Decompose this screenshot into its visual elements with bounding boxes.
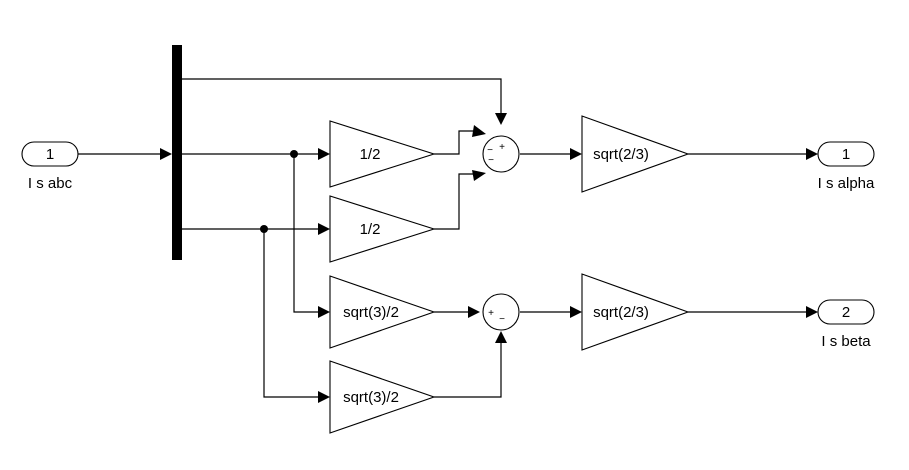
arrow-sum1-upper [472, 125, 486, 137]
wire-g4-sum2 [434, 343, 502, 398]
outport-2-shape[interactable] [817, 299, 875, 325]
outport-2[interactable]: 2 I s beta [817, 299, 875, 350]
gain-2-value: 1/2 [360, 221, 381, 238]
gain-2-shape[interactable] [329, 195, 436, 263]
outport-2-number: 2 [842, 304, 850, 321]
arrow-g6-in [570, 306, 582, 318]
arrow-out1-in [806, 148, 818, 160]
arrow-out2-in [806, 306, 818, 318]
inport-1[interactable]: 1 I s abc [21, 141, 79, 192]
gain-3-value: sqrt(3)/2 [343, 304, 399, 321]
gain-6-shape[interactable] [581, 273, 690, 351]
gain-block-1[interactable]: 1/2 [329, 120, 436, 188]
arrow-sum1-top [495, 113, 507, 125]
gain-6-value: sqrt(2/3) [593, 304, 649, 321]
arrow-g4-in [318, 391, 330, 403]
inport-1-shape[interactable] [21, 141, 79, 167]
wire-g2-sum1 [434, 173, 474, 230]
arrow-sum2-left [468, 306, 480, 318]
sum-2-sign-left: + [488, 308, 494, 319]
wire-demux-top-sum1 [182, 78, 502, 113]
sum-1-sign-lower: − [488, 155, 494, 166]
arrow-g3-in [318, 306, 330, 318]
arrow-g1-in [318, 148, 330, 160]
sum-1-shape[interactable] [482, 135, 520, 173]
wire-g1-sum1 [434, 130, 474, 155]
outport-1-number: 1 [842, 146, 850, 163]
arrow-demux-in [160, 148, 172, 160]
arrowheads [160, 113, 818, 403]
gain-5-shape[interactable] [581, 115, 690, 193]
sum-1-sign-top: + [499, 142, 505, 153]
gain-5-value: sqrt(2/3) [593, 146, 649, 163]
arrow-g5-in [570, 148, 582, 160]
outport-1-shape[interactable] [817, 141, 875, 167]
gain-1-value: 1/2 [360, 146, 381, 163]
gain-block-3[interactable]: sqrt(3)/2 [329, 275, 436, 349]
sum-2-sign-bottom: − [499, 314, 505, 325]
arrow-g2-in [318, 223, 330, 235]
gain-1-shape[interactable] [329, 120, 436, 188]
wire-branch-g4 [263, 229, 318, 398]
outport-2-label: I s beta [821, 333, 871, 350]
branch-point-lower [260, 225, 268, 233]
signal-lines [78, 78, 806, 398]
gain-block-2[interactable]: 1/2 [329, 195, 436, 263]
arrow-sum2-bottom [495, 331, 507, 343]
sum-block-2[interactable]: + − [482, 293, 520, 331]
gain-block-5[interactable]: sqrt(2/3) [581, 115, 690, 193]
gain-4-shape[interactable] [329, 360, 436, 434]
branch-point-upper [290, 150, 298, 158]
gain-block-4[interactable]: sqrt(3)/2 [329, 360, 436, 434]
arrow-sum1-lower [472, 170, 486, 181]
inport-1-label: I s abc [28, 175, 73, 192]
sum-block-1[interactable]: − + − [482, 135, 520, 173]
inport-1-number: 1 [46, 146, 54, 163]
wire-branch-g3 [293, 154, 318, 313]
outport-1[interactable]: 1 I s alpha [817, 141, 875, 192]
sum-2-shape[interactable] [482, 293, 520, 331]
gain-block-6[interactable]: sqrt(2/3) [581, 273, 690, 351]
gain-4-value: sqrt(3)/2 [343, 389, 399, 406]
sum-1-sign-upper: − [487, 145, 493, 156]
outport-1-label: I s alpha [818, 175, 875, 192]
demux-block[interactable] [172, 45, 182, 260]
gain-3-shape[interactable] [329, 275, 436, 349]
